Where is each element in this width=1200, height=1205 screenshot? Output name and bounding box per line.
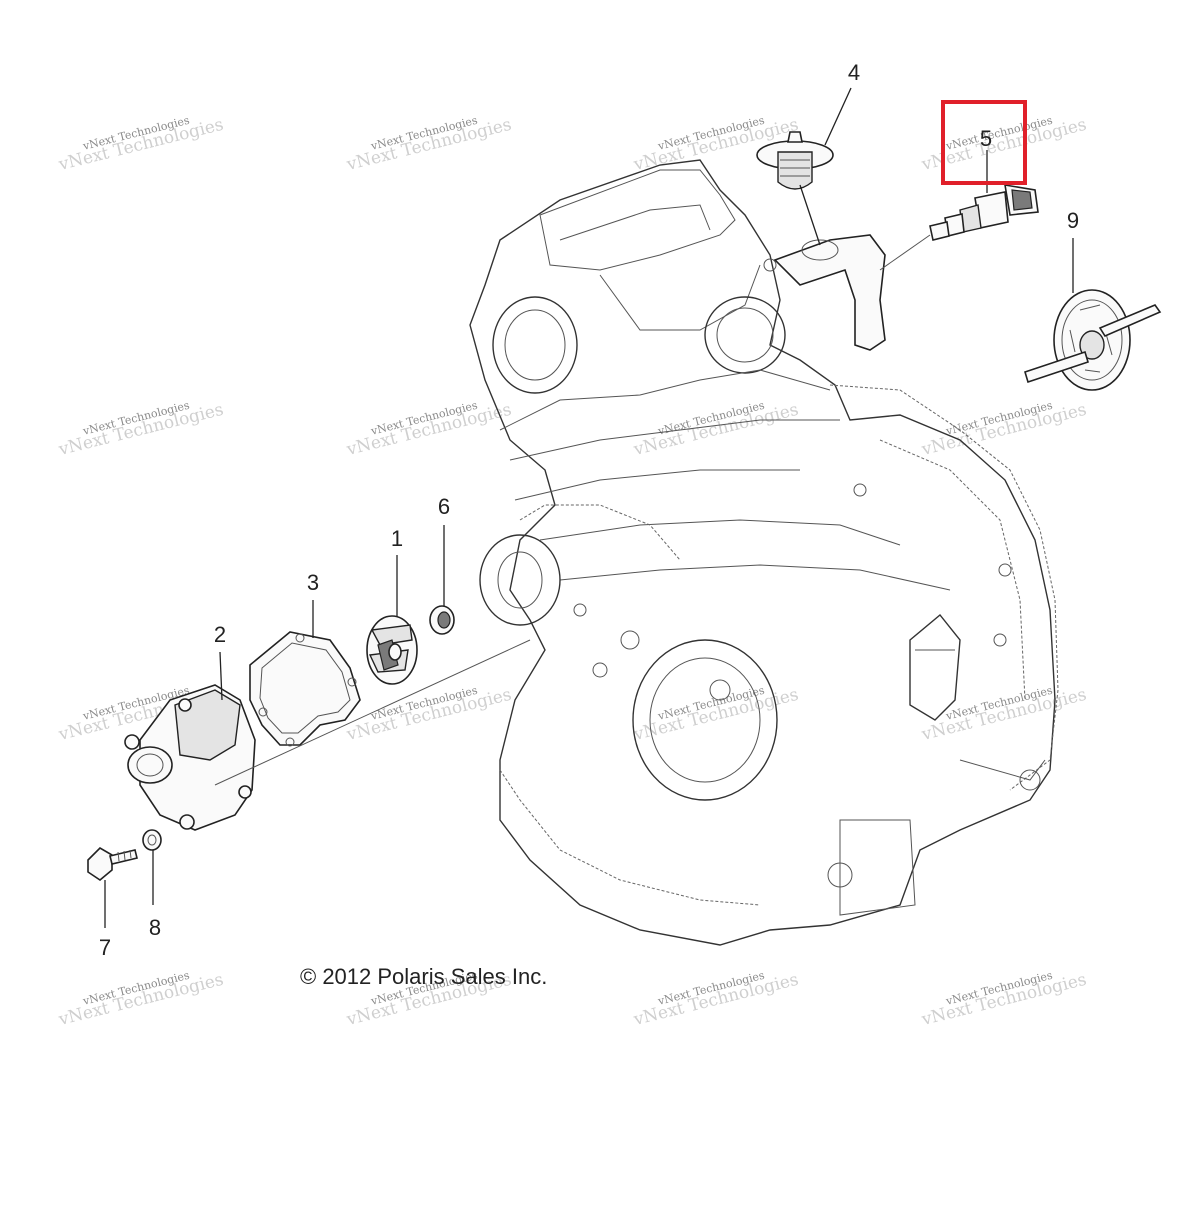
watermark-text-large: vNext Technologies: [56, 115, 226, 176]
callout-highlight-box: [941, 100, 1027, 185]
callout-6[interactable]: 6: [438, 494, 450, 519]
thermostat-part[interactable]: [756, 131, 834, 190]
leader-lines: [104, 87, 1074, 928]
watermark-text-large: vNext Technologies: [631, 970, 801, 1031]
callout-labels: 1 2 3 4 5 6 7 8 9: [99, 60, 1079, 960]
watermark-text-large: vNext Technologies: [344, 400, 514, 461]
callout-3[interactable]: 3: [307, 570, 319, 595]
bolt-part[interactable]: [87, 846, 138, 881]
callout-2[interactable]: 2: [214, 622, 226, 647]
engine-block: [469, 159, 1059, 946]
leader-5-link: [879, 234, 931, 271]
callout-9[interactable]: 9: [1067, 208, 1079, 233]
seal-part[interactable]: [429, 605, 455, 635]
water-pump-shaft-part[interactable]: [1024, 289, 1162, 391]
leader-4-link: [799, 184, 821, 246]
callout-8[interactable]: 8: [149, 915, 161, 940]
gasket-part[interactable]: [249, 631, 361, 747]
watermark-text-large: vNext Technologies: [344, 685, 514, 746]
temperature-sensor-part[interactable]: [929, 184, 1039, 241]
watermark-text-large: vNext Technologies: [56, 400, 226, 461]
watermark-text-large: vNext Technologies: [919, 970, 1089, 1031]
washer-part[interactable]: [142, 829, 162, 851]
callout-7[interactable]: 7: [99, 935, 111, 960]
watermark-text-large: vNext Technologies: [56, 970, 226, 1031]
watermark-text-large: vNext Technologies: [919, 400, 1089, 461]
watermark-text-large: vNext Technologies: [919, 685, 1089, 746]
watermark-text-large: vNext Technologies: [631, 400, 801, 461]
assembly-axis-line: [214, 639, 531, 786]
callout-1[interactable]: 1: [391, 526, 403, 551]
callout-5[interactable]: 5: [980, 126, 992, 151]
copyright-text: © 2012 Polaris Sales Inc.: [300, 964, 547, 989]
thermostat-housing: [773, 234, 886, 351]
impeller-part[interactable]: [366, 615, 418, 685]
water-pump-housing-part[interactable]: [124, 684, 256, 831]
watermark-text-large: vNext Technologies: [344, 115, 514, 176]
callout-4[interactable]: 4: [848, 60, 860, 85]
